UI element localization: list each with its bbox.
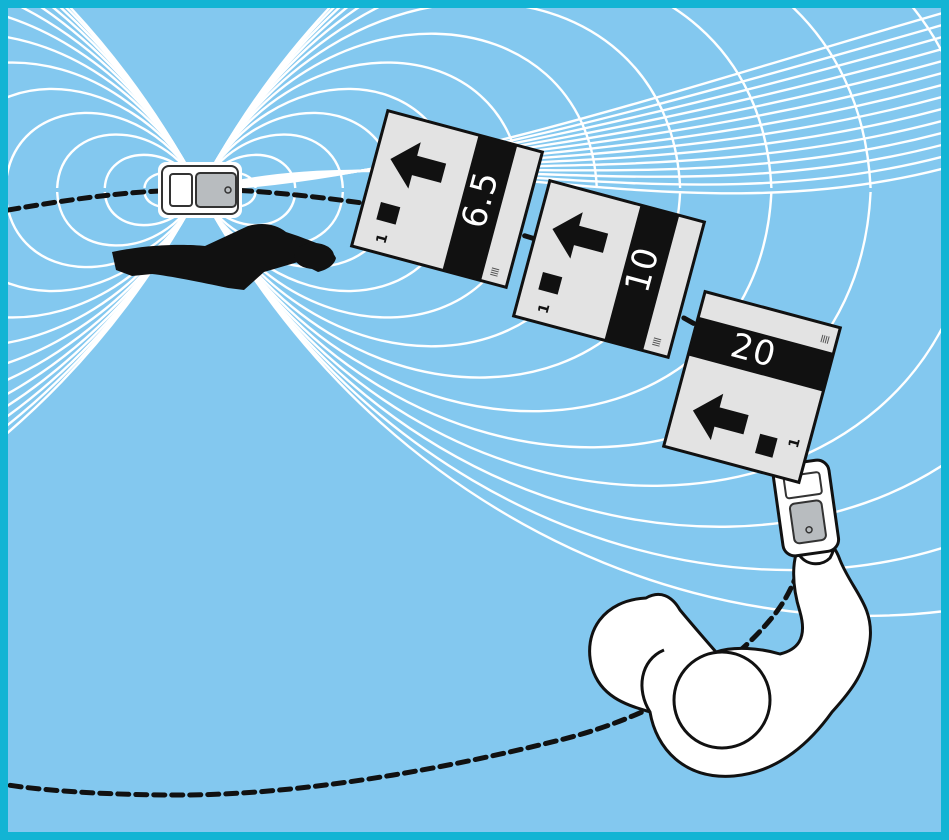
transmitter-device — [158, 162, 242, 218]
